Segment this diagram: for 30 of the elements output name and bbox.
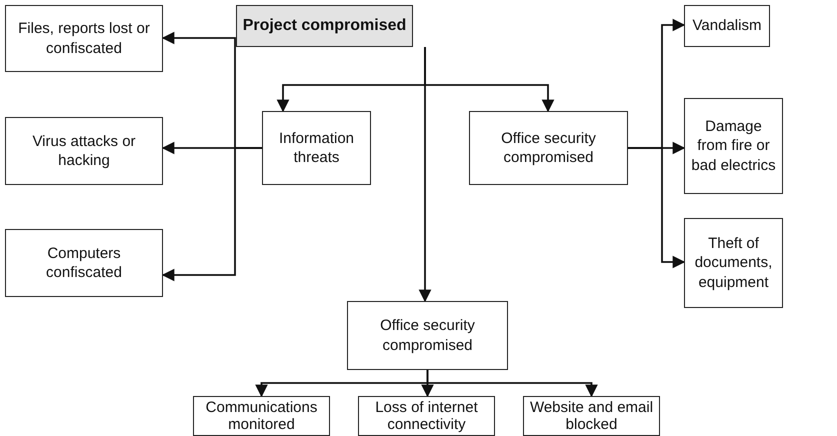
box-label: Office security compromised — [379, 316, 476, 355]
process-box — [193, 396, 330, 436]
box-label: Virus attacks or hacking — [31, 132, 137, 170]
process-box — [5, 229, 163, 297]
arrow — [162, 147, 262, 282]
box-label: Damage from fire or bad electrics — [690, 116, 777, 176]
process-box — [469, 111, 628, 185]
box-label: Website and email blocked — [528, 398, 654, 434]
process-box — [684, 98, 783, 194]
box-label: Project compromised — [242, 16, 406, 36]
box-label: Loss of internet connectivity — [374, 398, 479, 434]
process-box — [262, 111, 371, 185]
process-box — [236, 5, 413, 47]
box-label: Vandalism — [692, 16, 762, 36]
process-box — [684, 218, 783, 308]
box-label: Theft of documents, equipment — [694, 234, 774, 292]
process-box — [5, 5, 163, 72]
process-box — [347, 301, 508, 370]
process-box — [684, 5, 770, 47]
process-box — [5, 117, 163, 185]
box-label: Office security compromised — [500, 128, 597, 168]
process-box — [523, 396, 660, 436]
box-label: Communications monitored — [204, 398, 318, 434]
arrow — [628, 147, 686, 268]
box-label: Computers confiscated — [45, 244, 123, 282]
arrow — [426, 370, 598, 398]
box-label: Files, reports lost or confiscated — [17, 19, 151, 58]
arrow — [418, 47, 432, 302]
process-box — [358, 396, 495, 436]
box-label: Information threats — [278, 128, 356, 168]
